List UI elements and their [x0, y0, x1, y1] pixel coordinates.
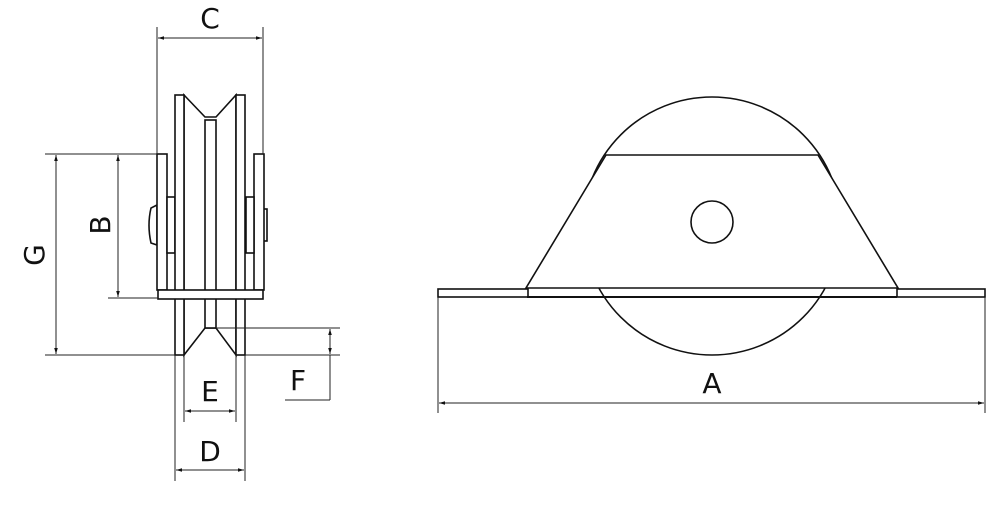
dimension-g-label: G	[18, 244, 51, 266]
left-flange	[174, 94, 185, 356]
dimension-b-label: B	[84, 215, 117, 234]
left-mount-flange	[437, 288, 529, 298]
dimension-a-label: A	[702, 367, 721, 400]
axle-hole	[690, 200, 734, 244]
base-plate-side	[157, 289, 264, 300]
right-bracket-plate	[253, 153, 265, 291]
right-spacer	[245, 196, 255, 254]
dimension-f-label: F	[290, 364, 306, 397]
dimension-e-label: E	[201, 375, 219, 408]
left-spacer	[166, 196, 176, 254]
side-view: C B G F E D	[18, 2, 340, 481]
left-bracket-plate	[156, 153, 168, 291]
right-flange	[235, 94, 246, 356]
front-view: A	[437, 96, 986, 413]
dimension-d-label: D	[199, 435, 221, 468]
right-mount-flange	[896, 288, 986, 298]
left-bolt-head	[148, 203, 158, 247]
wheel-hub	[204, 119, 217, 329]
dimension-c-label: C	[200, 2, 220, 35]
